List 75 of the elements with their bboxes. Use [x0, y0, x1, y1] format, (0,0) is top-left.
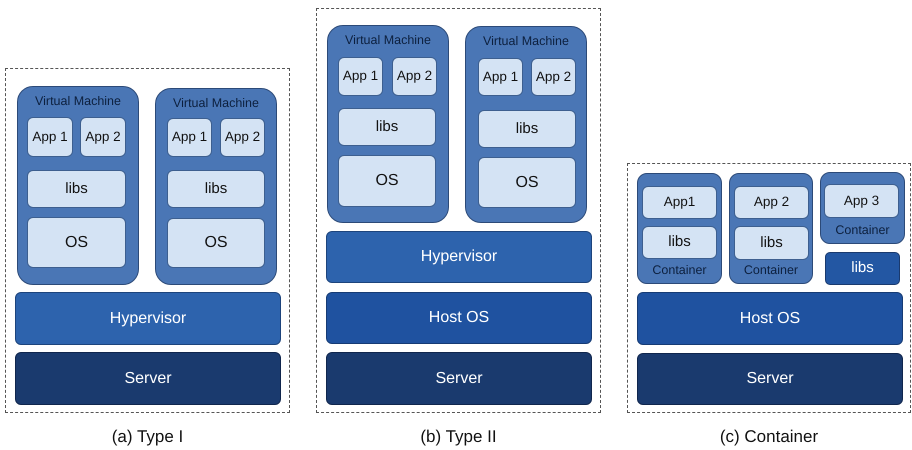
app-box — [478, 58, 523, 96]
app-box — [27, 117, 73, 157]
box-label: App 2 — [754, 193, 790, 212]
box-title: Container — [744, 263, 798, 277]
box-label: libs — [760, 232, 783, 253]
os-box — [167, 218, 265, 268]
box-label: App 2 — [536, 68, 572, 86]
box-label: libs — [204, 178, 228, 199]
app-box — [734, 186, 809, 219]
panel-caption: (a) Type I — [112, 427, 184, 446]
libs-box — [478, 110, 576, 148]
layer-label: Server — [124, 368, 172, 388]
box-label: App 1 — [342, 67, 378, 86]
layer-label: Hypervisor — [110, 308, 186, 328]
box-label: OS — [64, 232, 88, 252]
virtual-machine-box — [465, 26, 587, 223]
host-os-layer — [637, 292, 903, 345]
os-box — [338, 155, 436, 207]
app-box — [338, 57, 383, 96]
layer-label: Host OS — [428, 308, 490, 328]
box-label: OS — [204, 233, 228, 253]
libs-layer — [825, 252, 900, 285]
box-title: Container — [652, 263, 707, 277]
box-label: App 1 — [172, 128, 208, 146]
box-label: OS — [375, 171, 399, 191]
box-label: App 2 — [224, 128, 260, 146]
os-box — [478, 157, 576, 208]
libs-box — [734, 226, 809, 260]
box-label: App1 — [664, 193, 696, 212]
virtual-machine-box — [17, 86, 139, 285]
box-label: App 1 — [32, 128, 68, 146]
host-os-layer — [326, 292, 592, 344]
box-label: App 3 — [844, 192, 880, 210]
layer-label: Server — [435, 368, 483, 388]
box-label: libs — [668, 232, 691, 252]
app-box — [220, 118, 265, 157]
app-box — [392, 57, 437, 96]
box-label: libs — [516, 118, 538, 139]
libs-box — [27, 170, 126, 208]
libs-box — [642, 226, 717, 259]
layer-label: Hypervisor — [420, 247, 498, 267]
libs-box — [338, 108, 436, 146]
box-label: libs — [376, 116, 398, 137]
app-box — [824, 184, 899, 218]
box-title: Container — [835, 223, 890, 237]
box-title: Virtual Machine — [35, 94, 121, 108]
layer-label: Server — [746, 369, 794, 389]
virtual-machine-box — [155, 88, 277, 285]
box-label: App 2 — [85, 128, 121, 146]
box-title: Virtual Machine — [345, 33, 431, 47]
libs-box — [167, 170, 265, 208]
app-box — [167, 118, 212, 157]
box-label: App 1 — [482, 68, 518, 86]
box-label: App 2 — [396, 67, 432, 86]
container-box — [729, 173, 813, 284]
panel-caption: (b) Type II — [420, 427, 497, 446]
virtual-machine-box — [327, 25, 449, 223]
box-title: Virtual Machine — [483, 34, 569, 48]
app-box — [80, 117, 126, 157]
hypervisor-layer — [326, 231, 592, 283]
os-box — [27, 217, 126, 268]
box-title: Virtual Machine — [173, 96, 259, 110]
app-box — [531, 58, 576, 96]
server-layer — [326, 352, 592, 405]
hypervisor-layer — [15, 292, 281, 345]
layer-label: Host OS — [740, 308, 800, 328]
layer-label: libs — [851, 258, 874, 278]
container-box — [820, 172, 905, 244]
box-label: libs — [65, 178, 88, 199]
server-layer — [637, 353, 903, 405]
app-box — [642, 186, 717, 219]
box-label: OS — [515, 172, 539, 192]
container-box — [637, 173, 722, 284]
server-layer — [15, 352, 281, 405]
panel-caption: (c) Container — [720, 427, 818, 446]
